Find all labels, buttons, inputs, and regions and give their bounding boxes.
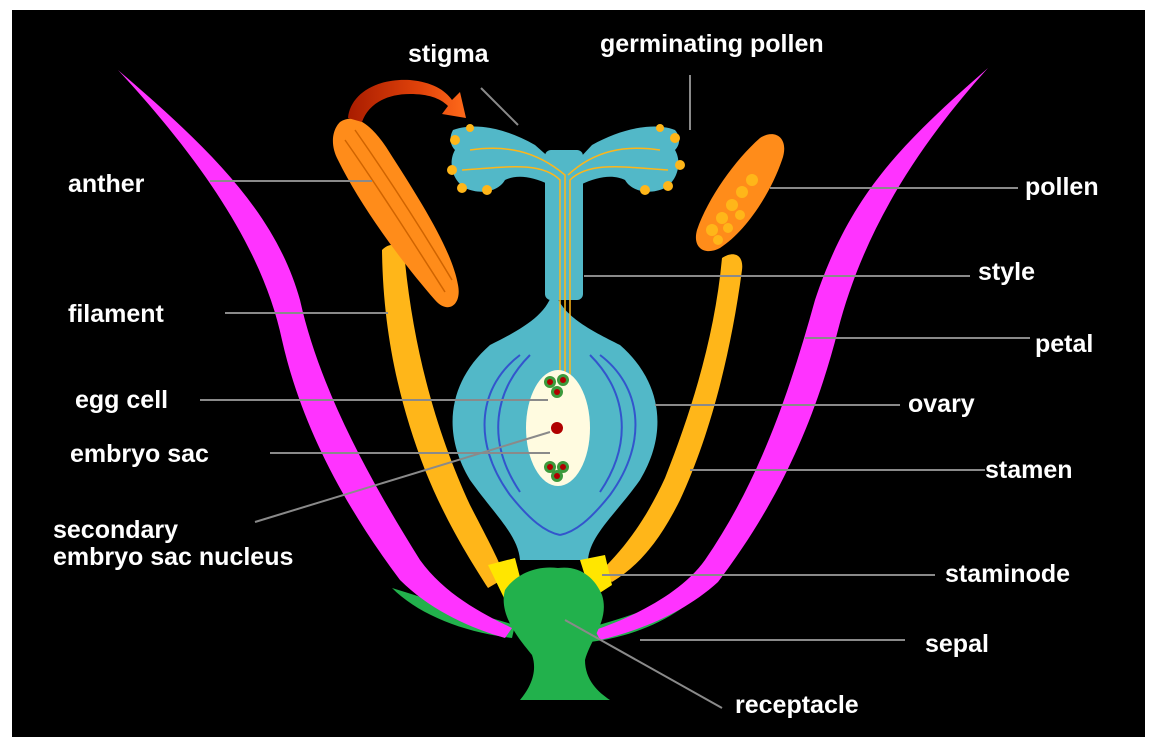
- stigma-right-lobe: [578, 126, 679, 191]
- label-filament: filament: [68, 300, 165, 328]
- label-ovary: ovary: [908, 390, 975, 418]
- label-receptacle: receptacle: [735, 691, 859, 719]
- label-stamen: stamen: [985, 456, 1073, 484]
- label-egg-cell: egg cell: [75, 386, 168, 414]
- label-sepal: sepal: [925, 630, 989, 658]
- stigma-left-lobe: [451, 126, 552, 191]
- label-pollen: pollen: [1025, 173, 1099, 201]
- receptacle: [504, 567, 610, 700]
- label-anther: anther: [68, 170, 145, 198]
- label-style: style: [978, 258, 1035, 286]
- label-embryo-sac: embryo sac: [70, 440, 209, 468]
- label-stigma: stigma: [408, 40, 490, 68]
- label-secondary: secondary: [53, 516, 178, 544]
- label-embryo-sac-nucleus: embryo sac nucleus: [53, 543, 293, 571]
- pollination-arrow: [348, 80, 466, 122]
- label-staminode: staminode: [945, 560, 1070, 588]
- secondary-nucleus: [551, 422, 563, 434]
- label-petal: petal: [1035, 330, 1093, 358]
- label-germinating-pollen: germinating pollen: [600, 30, 824, 58]
